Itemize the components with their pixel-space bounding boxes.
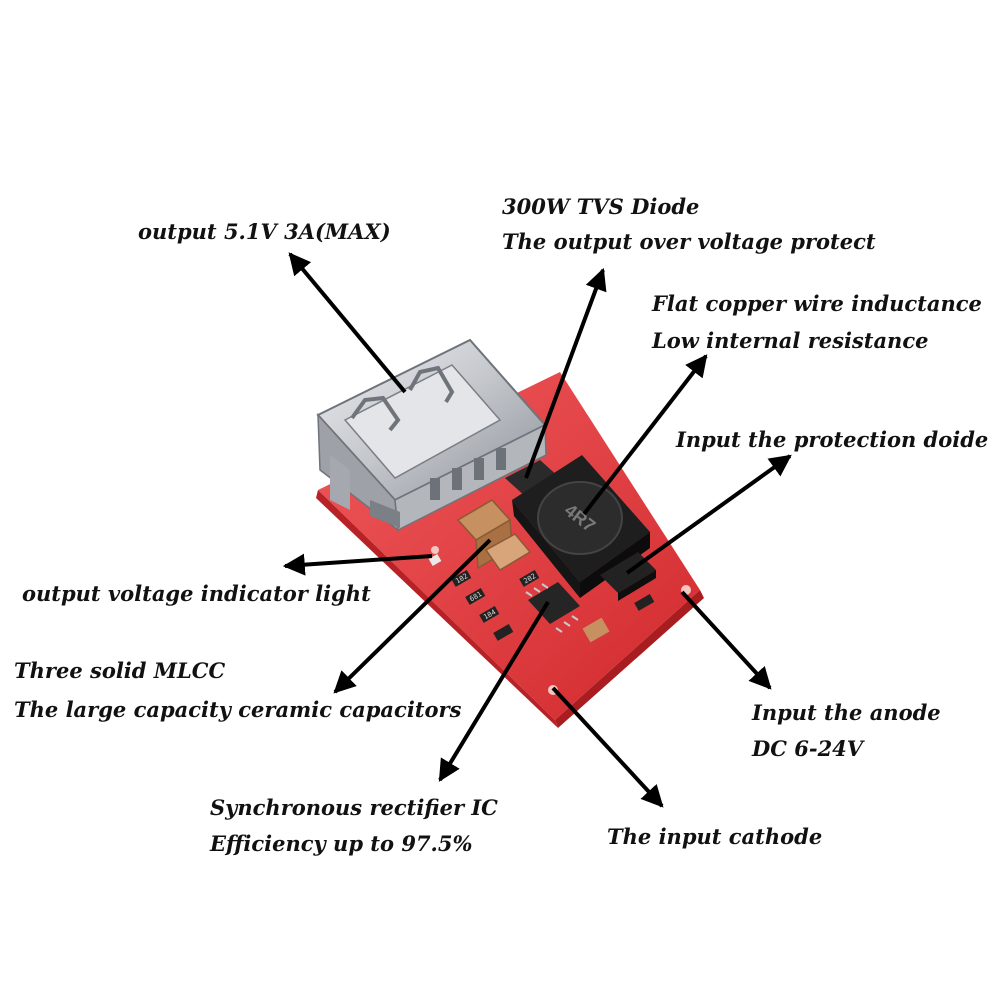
usb-port [316,338,547,532]
label-tvs-description: The output over voltage protect [502,229,876,254]
label-inductor-description: Low internal resistance [652,328,929,353]
arrow-rectifier [438,600,550,782]
label-mlcc-description: The large capacity ceramic capacitors [14,697,462,722]
label-protection-diode: Input the protection doide [676,427,989,452]
pcb-edge [555,590,704,728]
callout-arrows [282,252,792,808]
arrow-output [288,252,407,394]
label-cathode: The input cathode [607,824,823,849]
arrow-protection-diode [625,454,792,575]
pcb-side [316,490,558,728]
arrow-inductor [582,354,708,516]
label-rectifier-efficiency: Efficiency up to 97.5% [210,831,473,856]
label-mlcc-title: Three solid MLCC [14,658,226,683]
arrow-indicator-light [282,553,433,576]
label-indicator-light: output voltage indicator light [22,581,371,606]
arrow-mlcc [333,538,492,694]
mlcc-capacitors [456,499,532,572]
arrow-cathode [551,686,664,808]
label-anode-voltage: DC 6-24V [752,736,864,761]
label-output: output 5.1V 3A(MAX) [138,219,391,244]
smd-resistors [428,554,655,643]
inductor: 4R7 [512,455,650,598]
label-rectifier-title: Synchronous rectifier IC [210,795,498,820]
label-anode-title: Input the anode [752,700,941,725]
arrow-anode [680,590,772,690]
label-inductor-title: Flat copper wire inductance [652,291,982,316]
label-tvs-title: 300W TVS Diode [502,194,700,219]
arrow-tvs [524,267,607,479]
